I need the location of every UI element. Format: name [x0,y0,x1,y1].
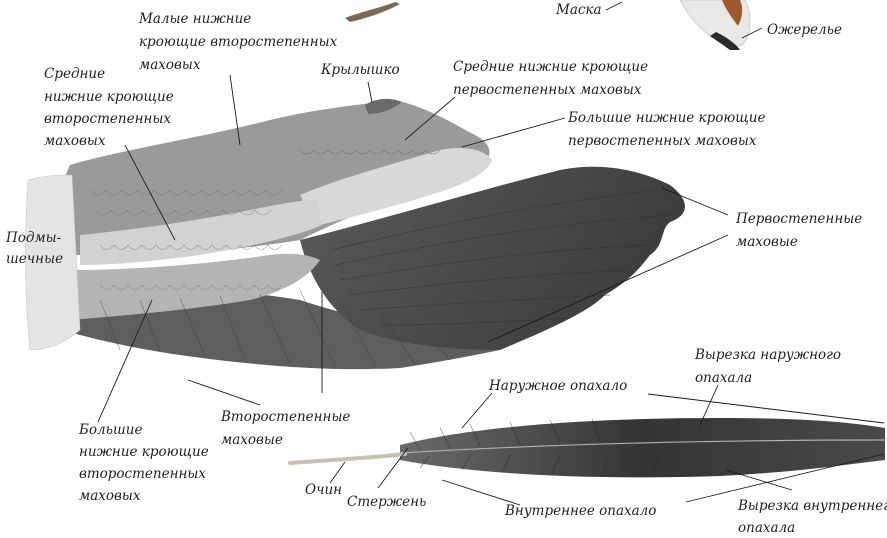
label-greater-secondary-4: маховых [79,488,141,504]
label-lesser-coverts-2: кроющие второстепенных [139,34,338,50]
label-median-secondary-2: нижние кроющие [44,89,174,105]
label-median-primary: Средние нижние кроющие [453,59,648,75]
label-outer-notch-2: опахала [695,370,752,386]
label-outer-notch: Вырезка наружного [694,347,841,363]
label-median-secondary-4: маховых [44,133,106,149]
label-secondaries-2: маховые [221,432,283,448]
label-inner-notch-2: опахала [738,520,795,536]
label-mask: Маска [555,2,602,18]
label-rachis: Стержень [347,494,426,510]
label-primaries-2: маховые [736,234,798,250]
label-alula: Крылышко [320,62,400,78]
label-calamus: Очин [305,482,342,498]
label-inner-vane: Внутреннее опахало [504,503,656,519]
label-greater-primary-2: первостепенных маховых [568,133,757,149]
label-greater-primary: Большие нижние кроющие [567,110,765,126]
label-greater-secondary: Большие [78,422,142,438]
label-median-secondary-3: второстепенных [44,111,171,127]
label-inner-notch: Вырезка внутреннего [737,498,887,514]
label-secondaries: Второстепенные [220,409,350,425]
label-greater-secondary-2: нижние кроющие [79,444,209,460]
label-median-secondary: Средние [44,66,105,82]
label-primaries: Первостепенные [735,211,862,227]
label-axillaries: Подмы- [5,230,62,246]
label-axillaries-2: шечные [6,251,63,267]
label-necklace: Ожерелье [767,22,842,38]
label-median-primary-2: первостепенных маховых [453,82,642,98]
label-lesser-coverts: Малые нижние [138,11,251,27]
label-lesser-coverts-3: маховых [139,57,201,73]
label-outer-vane: Наружное опахало [488,378,627,394]
label-greater-secondary-3: второстепенных [79,466,206,482]
